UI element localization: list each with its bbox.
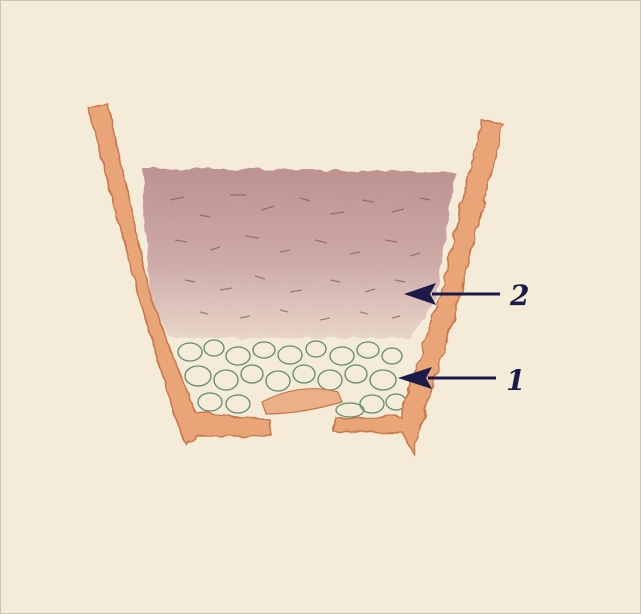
callout-number-1: 1 [506, 364, 525, 397]
potsherd [262, 389, 342, 414]
callout-number-2: 2 [509, 279, 529, 312]
soil-layer [142, 168, 455, 338]
